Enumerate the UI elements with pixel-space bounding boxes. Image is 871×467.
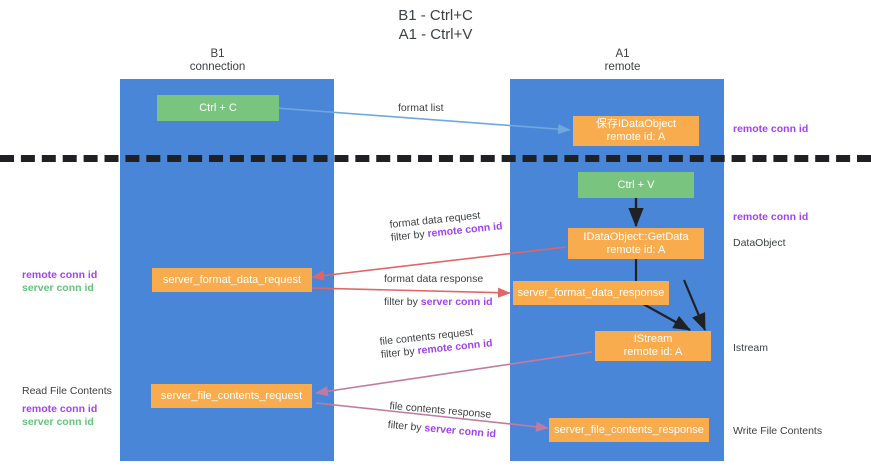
annotation-right-write-file-contents: Write File Contents (733, 425, 823, 437)
filter-prefix: filter by (387, 418, 425, 435)
edge-label-file-contents-response: file contents response filter by server … (387, 400, 498, 441)
title-line-2: A1 - Ctrl+V (398, 26, 473, 43)
title-line-1: B1 - Ctrl+C (398, 7, 473, 24)
node-data-object[interactable]: 保存IDataObject remote id: A (573, 116, 699, 146)
edge-label-file-contents-response-filter: filter by server conn id (387, 419, 496, 441)
filter-prefix: filter by (384, 296, 421, 308)
node-data-object-line1: 保存IDataObject (595, 118, 677, 130)
annotation-right-data-object: DataObject (733, 237, 786, 249)
lane-header-a1: A1 remote (555, 48, 690, 74)
annotation-right-top-remote-conn-id: remote conn id (733, 123, 809, 135)
node-ctrl-c[interactable]: Ctrl + C (157, 95, 279, 121)
node-get-data-line1: IDataObject::GetData (583, 230, 689, 243)
edge-label-format-data-request: format data request filter by remote con… (389, 207, 503, 245)
annotation-left-bottom-remote-conn-id: remote conn id (22, 403, 98, 415)
annotation-right-istream: Istream (733, 342, 769, 354)
node-istream-line1: IStream (633, 333, 673, 345)
lane-header-b1: B1 connection (150, 48, 285, 74)
node-server-format-data-response[interactable]: server_format_data_response (513, 281, 669, 305)
diagram-title: B1 - Ctrl+C A1 - Ctrl+V (0, 6, 871, 44)
node-server-file-contents-request[interactable]: server_file_contents_request (151, 384, 312, 408)
edge-label-format-data-response: format data response filter by server co… (384, 273, 493, 309)
annotation-left-read-file-contents: Read File Contents (22, 385, 112, 397)
edge-label-format-data-response-filter: filter by server conn id (384, 296, 493, 309)
node-istream[interactable]: IStream remote id: A (595, 331, 711, 361)
filter-key-server-conn-id: server conn id (423, 422, 497, 441)
node-server-format-data-response-label: server_format_data_response (517, 286, 665, 299)
annotation-left-server-conn-id: server conn id (22, 282, 94, 294)
edge-label-format-list: format list (398, 102, 444, 114)
phase-divider (0, 155, 871, 162)
annotation-left-remote-conn-id: remote conn id (22, 269, 98, 281)
lane-header-a1-role: remote (604, 61, 641, 73)
edge-label-format-data-response-text: format data response (384, 273, 484, 285)
lane-header-b1-role: connection (189, 61, 246, 73)
filter-prefix: filter by (380, 345, 419, 361)
node-ctrl-v[interactable]: Ctrl + V (578, 172, 694, 198)
edge-label-file-contents-request: file contents request filter by remote c… (379, 324, 493, 362)
annotation-right-mid-remote-conn-id: remote conn id (733, 211, 809, 223)
annotation-left-bottom-server-conn-id: server conn id (22, 416, 94, 428)
node-server-format-data-request-label: server_format_data_request (162, 273, 302, 286)
node-get-data-line2: remote id: A (606, 243, 666, 256)
edge-label-file-contents-response-text: file contents response (388, 400, 492, 421)
node-server-file-contents-response-label: server_file_contents_response (554, 423, 704, 436)
filter-key-server-conn-id: server conn id (420, 296, 493, 308)
node-server-file-contents-request-label: server_file_contents_request (160, 389, 303, 402)
node-server-file-contents-response[interactable]: server_file_contents_response (549, 418, 709, 442)
node-get-data[interactable]: IDataObject::GetData remote id: A (568, 228, 704, 259)
node-server-format-data-request[interactable]: server_format_data_request (152, 268, 312, 292)
node-ctrl-v-label: Ctrl + V (617, 178, 655, 191)
lane-header-b1-name: B1 (210, 48, 225, 60)
node-istream-line2: remote id: A (623, 346, 683, 358)
filter-prefix: filter by (390, 228, 429, 244)
node-ctrl-c-label: Ctrl + C (199, 101, 237, 114)
lane-header-a1-name: A1 (615, 48, 630, 60)
node-data-object-line2: remote id: A (606, 131, 666, 143)
